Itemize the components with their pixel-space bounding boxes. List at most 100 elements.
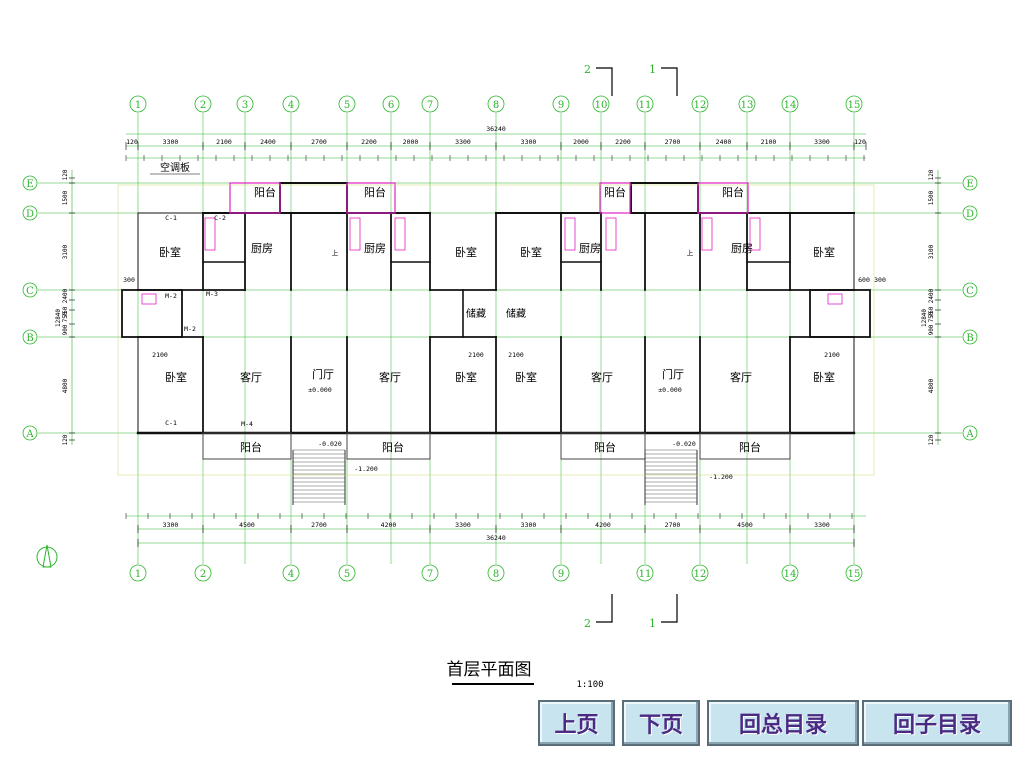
left-dim-value: 1500	[62, 190, 69, 205]
balcony-2	[346, 432, 431, 460]
axis-bubble-top-4	[282, 95, 300, 113]
left-dim-value: 4800	[62, 378, 69, 393]
axis-row-bubble-left-A	[22, 425, 38, 441]
dim-300-left: 300	[123, 276, 135, 284]
top-dim-row1-value: 3300	[521, 138, 537, 146]
axis-row-bubble-left-B	[22, 329, 38, 345]
stair-up-1: 上	[332, 248, 339, 257]
axis-bubble-top-10	[592, 95, 610, 113]
right-dim-value: 120	[928, 169, 935, 180]
axis-bubble-bottom-9	[552, 564, 570, 582]
room-balcony-n3: 阳台	[604, 185, 626, 199]
axis-label-bottom-4: 4	[288, 569, 294, 580]
dim-2100-1: 2100	[152, 351, 168, 359]
axis-bubble-top-3	[236, 95, 254, 113]
toilet-1	[827, 293, 843, 305]
bottom-dim-row2-value: 2700	[311, 521, 327, 529]
axis-row-label-left-A: A	[25, 429, 34, 440]
axis-row-label-right-B: B	[966, 333, 973, 344]
bottom-dim-row2-value: 3300	[814, 521, 830, 529]
room-bedroom-sw: 卧室	[165, 370, 187, 384]
axis-bubble-top-12	[691, 95, 709, 113]
room-kitchen-2: 厨房	[364, 242, 386, 255]
top-dim-row1-value: 2700	[665, 138, 681, 146]
room-balcony-s2: 阳台	[382, 440, 404, 454]
total-dim-top: 36240	[486, 125, 506, 133]
axis-bubble-bottom-2	[194, 564, 212, 582]
level-outdoor-2: -1.200	[709, 473, 733, 481]
kitchen-counter-6	[749, 217, 761, 251]
left-dim-value: 120	[62, 434, 69, 445]
axis-label-top-10: 10	[595, 100, 608, 111]
section-label-top-2: 2	[584, 63, 591, 76]
axis-label-top-2: 2	[200, 100, 206, 111]
right-dim-value: 1500	[928, 190, 935, 205]
north-arrow-pointer-icon	[42, 544, 52, 568]
next-page-button[interactable]: 下页	[622, 700, 700, 746]
section-label-bottom-1: 1	[649, 617, 656, 630]
axis-label-top-15: 15	[848, 100, 861, 111]
axis-bubble-bottom-1	[129, 564, 147, 582]
level-outdoor-1: -1.200	[354, 465, 378, 473]
window-c1-1: C-1	[165, 214, 177, 222]
room-storage-1: 储藏	[466, 307, 486, 320]
axis-bubble-bottom-7	[421, 564, 439, 582]
axis-label-bottom-11: 11	[639, 569, 652, 580]
axis-label-top-1: 1	[135, 100, 141, 111]
room-balcony-s4: 阳台	[739, 440, 761, 454]
left-dim-value: 2400	[62, 288, 69, 303]
axis-label-bottom-7: 7	[427, 569, 433, 580]
top-dim-row1-value: 120	[126, 138, 138, 146]
main-menu-button[interactable]: 回总目录	[707, 700, 859, 746]
axis-bubble-top-8	[487, 95, 505, 113]
axis-label-top-5: 5	[344, 100, 350, 111]
right-dim-value: 900	[928, 324, 935, 335]
stair-core-north-1	[279, 182, 348, 214]
window-c2-1: C-2	[214, 214, 226, 222]
dim-600-right: 600	[858, 276, 870, 284]
room-living-2: 客厅	[379, 370, 401, 384]
left-dim-value: 750	[62, 311, 69, 322]
dim-2100-2: 2100	[468, 351, 484, 359]
section-mark-top-1	[661, 67, 678, 96]
left-dim-value: 3100	[62, 244, 69, 259]
section-mark-top-2	[596, 67, 613, 96]
axis-row-label-left-C: C	[26, 286, 34, 297]
section-mark-bottom-1	[661, 594, 678, 623]
room-hall-2: 门厅	[662, 367, 684, 381]
room-balcony-n2: 阳台	[364, 185, 386, 199]
axis-row-label-left-E: E	[26, 179, 33, 190]
north-arrow-icon	[36, 546, 58, 568]
level-hall-2: ±0.000	[658, 386, 682, 394]
axis-label-bottom-12: 12	[694, 569, 707, 580]
top-dim-row1-value: 2100	[216, 138, 232, 146]
right-dim-value: 12840	[921, 309, 928, 327]
right-dim-value: 4800	[928, 378, 935, 393]
door-m3: M-3	[206, 290, 218, 298]
section-mark-bottom-2	[596, 594, 613, 623]
axis-label-top-9: 9	[558, 100, 564, 111]
room-bedroom-nw: 卧室	[159, 245, 181, 259]
axis-bubble-top-2	[194, 95, 212, 113]
axis-label-bottom-14: 14	[784, 569, 797, 580]
axis-bubble-bottom-11	[636, 564, 654, 582]
axis-label-bottom-15: 15	[848, 569, 861, 580]
room-kitchen-1: 厨房	[251, 242, 273, 255]
bottom-dim-row2-value: 3300	[163, 521, 179, 529]
prev-page-button[interactable]: 上页	[538, 700, 615, 746]
axis-row-bubble-right-C	[962, 282, 978, 298]
axis-label-top-3: 3	[242, 100, 248, 111]
top-dim-row1-value: 2000	[403, 138, 419, 146]
level-hall-1: ±0.000	[308, 386, 332, 394]
west-bath-annex	[121, 289, 183, 338]
sub-menu-button[interactable]: 回子目录	[862, 700, 1012, 746]
right-dim-value: 750	[928, 311, 935, 322]
stair-core-north-2	[630, 182, 699, 214]
bottom-dim-row2-value: 2700	[665, 521, 681, 529]
room-balcony-n4: 阳台	[722, 185, 744, 199]
room-balcony-s1: 阳台	[240, 440, 262, 454]
north-balcony-3	[599, 182, 631, 214]
axis-bubble-top-1	[129, 95, 147, 113]
left-dim-value: 750	[62, 306, 69, 317]
axis-row-bubble-right-E	[962, 175, 978, 191]
